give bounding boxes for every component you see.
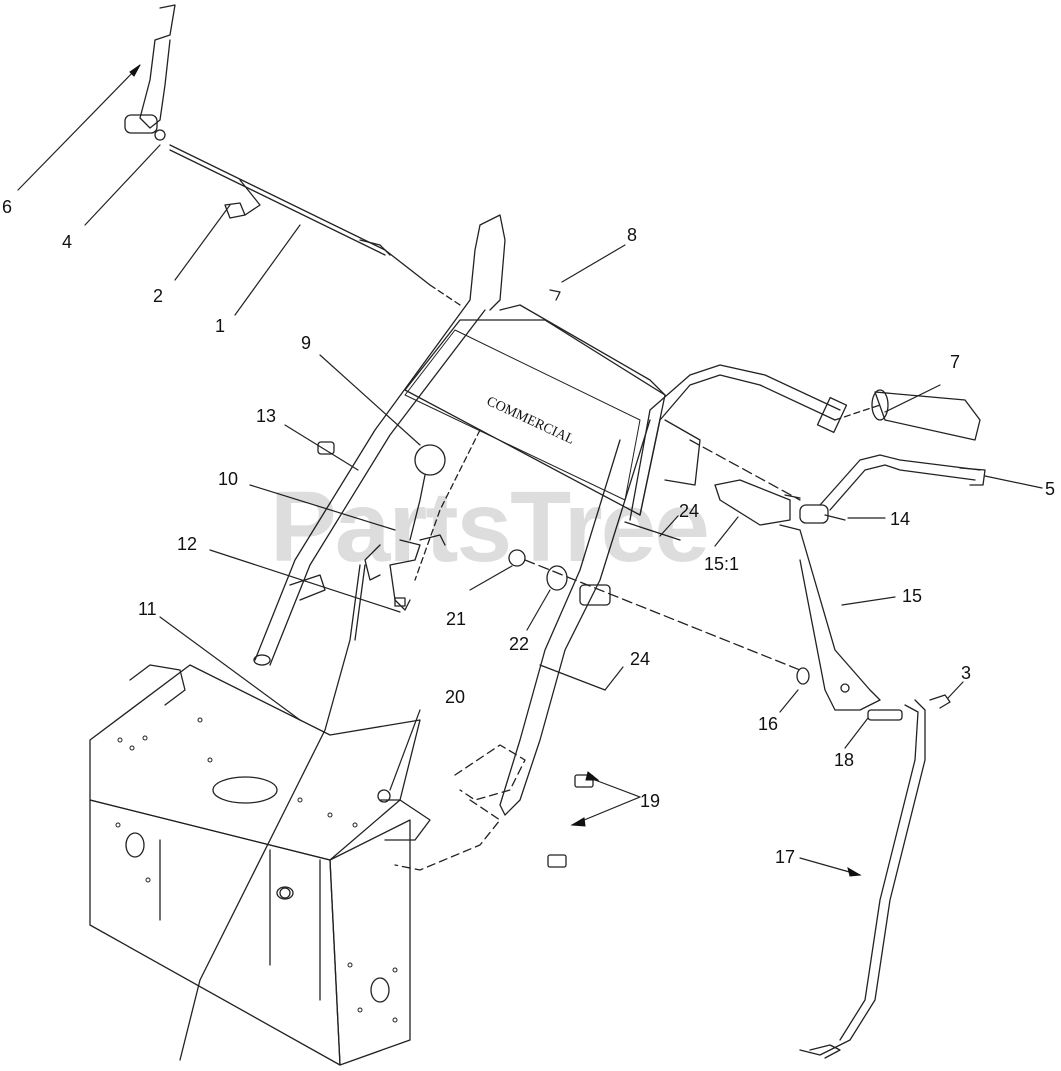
callout-17: 17 (775, 847, 796, 867)
callout-18: 18 (834, 750, 855, 770)
rod-17 (799, 694, 951, 1059)
callout-21: 21 (446, 609, 467, 629)
right-handle-tube (499, 364, 848, 816)
callout-1: 1 (215, 316, 226, 336)
upper-lever-assembly (124, 4, 461, 306)
hardware-parts (279, 289, 903, 899)
callout-3: 3 (961, 663, 972, 683)
callout-24-upper: 24 (679, 501, 700, 521)
callout-20: 20 (445, 687, 466, 707)
frame-housing (89, 664, 526, 1066)
callout-22: 22 (509, 634, 530, 654)
callout-19: 19 (640, 791, 661, 811)
grips (819, 389, 986, 511)
leader-lines (17, 64, 1043, 876)
callout-16: 16 (758, 714, 779, 734)
control-rod-assembly (179, 429, 481, 1061)
callout-6: 6 (2, 197, 13, 217)
lever-15 (714, 479, 881, 711)
callout-2: 2 (153, 286, 164, 306)
callout-7: 7 (950, 352, 961, 372)
callout-15: 15 (902, 586, 923, 606)
callout-4: 4 (62, 232, 73, 252)
left-handle-tube (253, 214, 506, 666)
callout-15-1: 15:1 (704, 554, 740, 574)
callout-5: 5 (1045, 479, 1056, 499)
callout-13: 13 (256, 406, 277, 426)
callout-14: 14 (890, 509, 911, 529)
callout-11: 11 (138, 599, 157, 619)
callout-24-lower: 24 (630, 649, 651, 669)
callout-10: 10 (218, 469, 239, 489)
callout-8: 8 (627, 225, 638, 245)
callout-12: 12 (177, 534, 198, 554)
callout-9: 9 (301, 333, 312, 353)
watermark: PartsTree (270, 471, 710, 583)
